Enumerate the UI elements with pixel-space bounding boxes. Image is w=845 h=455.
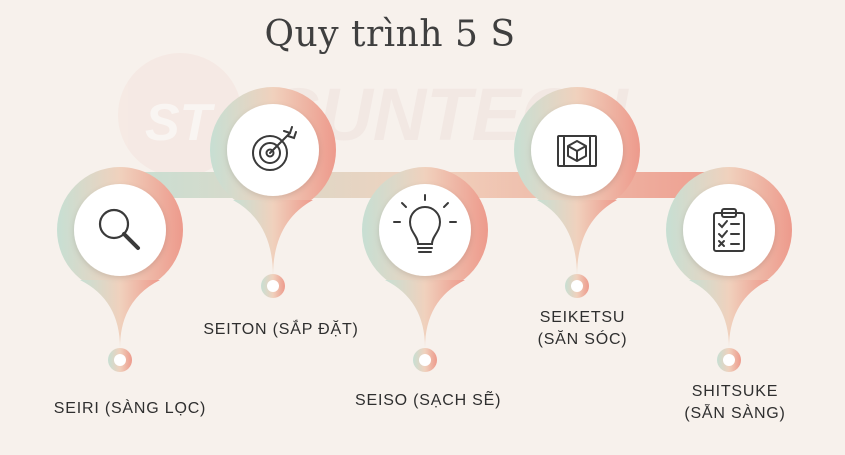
step-label-line: SHITSUKE: [691, 383, 779, 400]
lightbulb-icon: [393, 194, 457, 253]
ring-hole-1: [114, 354, 126, 366]
ring-hole-3: [419, 354, 431, 366]
step-label-line: SEITON (SẮP ĐẶT): [203, 321, 359, 338]
step-label-line: (SĂN SÓC): [537, 331, 628, 348]
step-label-line: SEISO (SẠCH SẼ): [355, 392, 502, 409]
stem-1: [80, 280, 160, 348]
stem-2: [233, 200, 313, 276]
step-label-seiso: SEISO (SẠCH SẼ): [355, 390, 500, 412]
ring-hole-5: [723, 354, 735, 366]
blueprint-box-icon: [557, 135, 597, 167]
icon-circle-3: [379, 184, 471, 276]
stem-5: [689, 280, 769, 348]
page-title: Quy trình 5 S: [264, 14, 516, 55]
ring-hole-4: [571, 280, 583, 292]
target-arrow-icon: [252, 126, 297, 171]
step-label-shitsuke: SHITSUKE (SẴN SÀNG): [676, 381, 794, 425]
clipboard-checklist-icon: [713, 208, 745, 252]
watermark-mark: ST: [145, 94, 216, 152]
magnifier-icon: [98, 208, 140, 250]
stem-3: [385, 280, 465, 348]
icon-circle-1: [74, 184, 166, 276]
stem-4: [537, 200, 617, 276]
ring-holes: [114, 280, 735, 366]
ring-hole-2: [267, 280, 279, 292]
icon-circle-5: [683, 184, 775, 276]
step-label-seiketsu: SEIKETSU (SĂN SÓC): [525, 307, 640, 351]
step-label-seiri: SEIRI (SÀNG LỌC): [50, 398, 210, 420]
step-label-line: SEIRI (SÀNG LỌC): [53, 400, 207, 417]
step-label-line: (SẴN SÀNG): [684, 405, 786, 422]
step-label-seiton: SEITON (SẮP ĐẶT): [196, 319, 366, 341]
step-label-line: SEIKETSU: [539, 309, 626, 326]
